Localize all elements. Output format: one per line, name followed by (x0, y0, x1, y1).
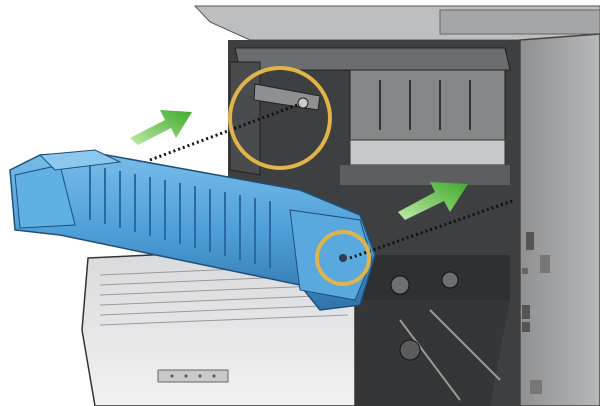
fuser-pin-highlight-ring (315, 230, 371, 286)
upper-guide-highlight-ring (228, 66, 332, 170)
alignment-guides (149, 102, 516, 260)
printer-body (193, 5, 600, 406)
insert-direction-arrow-upper (130, 110, 192, 145)
insert-direction-arrow-lower (398, 182, 468, 220)
fuser-unit (9, 149, 376, 311)
